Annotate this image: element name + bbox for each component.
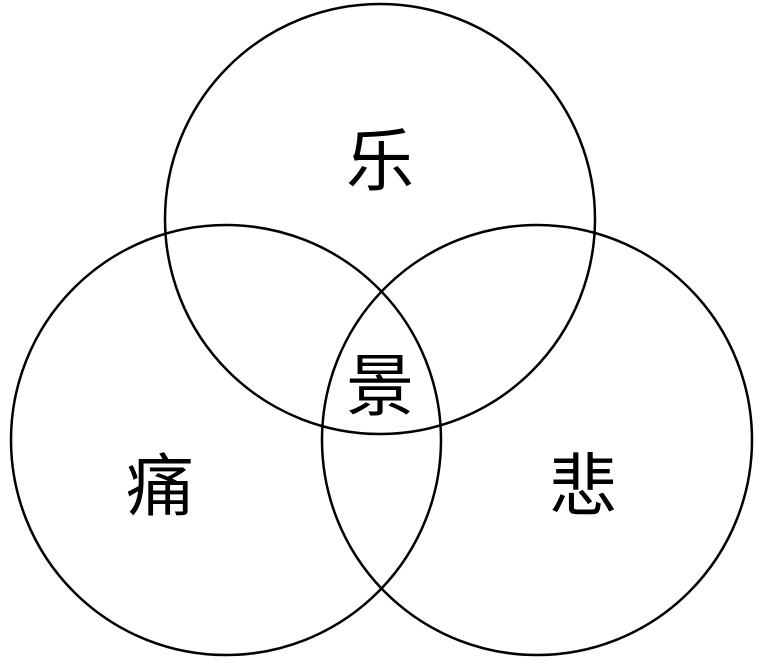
label-center: 景 [346, 348, 414, 427]
label-right: 悲 [549, 448, 617, 527]
circle-left [9, 223, 443, 657]
label-left: 痛 [126, 448, 194, 527]
circle-right [320, 223, 754, 657]
circle-top [163, 2, 597, 436]
label-top: 乐 [346, 123, 414, 202]
